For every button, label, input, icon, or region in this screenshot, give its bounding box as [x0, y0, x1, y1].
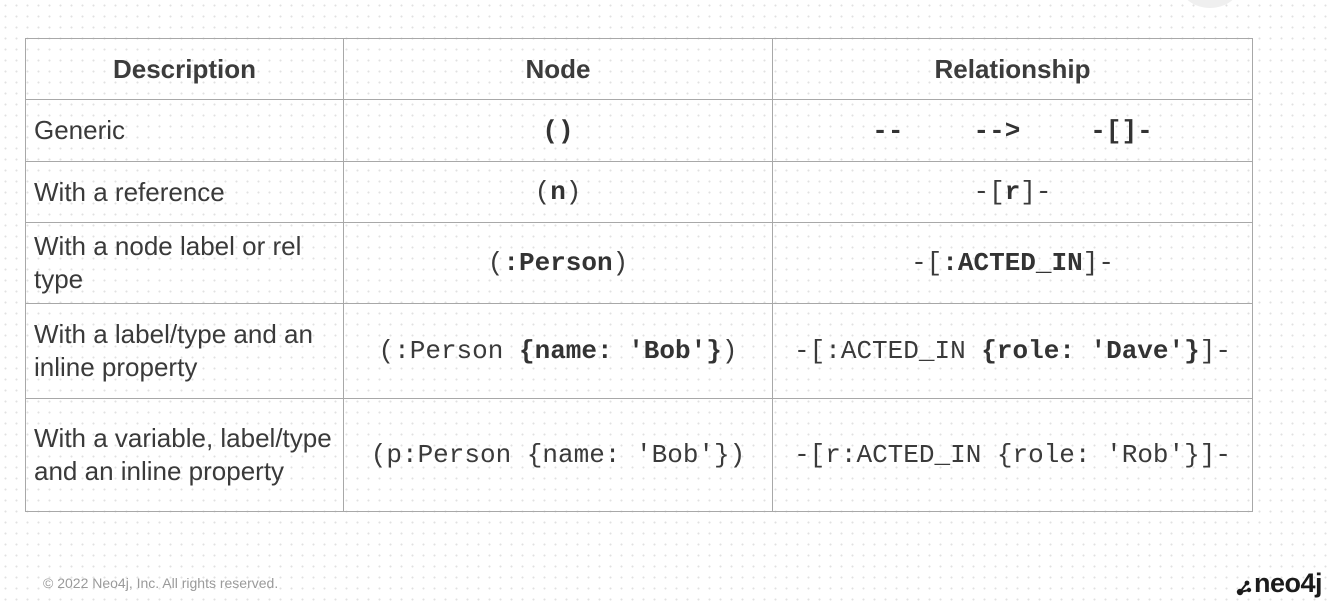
- row-description: With a label/type and an inline property: [25, 303, 344, 399]
- header-node: Node: [343, 38, 773, 100]
- rel-pattern-pre: -[: [911, 248, 943, 278]
- node-pattern-post: ): [612, 248, 629, 278]
- neo4j-graph-icon: [1236, 570, 1252, 596]
- node-pattern-bold: :Person: [503, 248, 613, 278]
- relationship-pattern: -[r]-: [772, 161, 1253, 223]
- rel-pattern-post: ]-: [1020, 177, 1052, 207]
- rel-pattern-bold: {role: 'Dave'}: [981, 336, 1200, 366]
- relationship-pattern: -[:ACTED_IN]-: [772, 222, 1253, 304]
- rel-pattern-bold: r: [1004, 177, 1021, 207]
- cypher-syntax-table: Description Node Relationship Generic ()…: [25, 38, 1253, 512]
- header-description: Description: [25, 38, 344, 100]
- decorative-shape: [1180, 0, 1240, 8]
- node-pattern-pre: (p:Person {name: 'Bob'}): [370, 440, 746, 470]
- rel-brackets: -[]-: [1090, 115, 1153, 146]
- row-description: With a node label or rel type: [25, 222, 344, 304]
- rel-pattern-pre: -[r:ACTED_IN {role: 'Rob'}]-: [794, 440, 1231, 470]
- table-row: With a reference (n) -[r]-: [25, 161, 1253, 223]
- relationship-pattern: -- --> -[]-: [772, 99, 1253, 162]
- rel-undirected: --: [872, 115, 904, 146]
- rel-directed: -->: [973, 115, 1021, 146]
- relationship-pattern: -[r:ACTED_IN {role: 'Rob'}]-: [772, 398, 1253, 512]
- rel-pattern-post: ]-: [1082, 248, 1114, 278]
- node-pattern-bold: n: [550, 177, 566, 207]
- relationship-pattern: -[:ACTED_IN {role: 'Dave'}]-: [772, 303, 1253, 399]
- header-relationship: Relationship: [772, 38, 1253, 100]
- table-row: With a node label or rel type (:Person) …: [25, 222, 1253, 304]
- rel-pattern-post: ]-: [1199, 336, 1231, 366]
- node-pattern-bold: (): [542, 115, 574, 146]
- node-pattern: (:Person): [343, 222, 773, 304]
- table-row: Generic () -- --> -[]-: [25, 99, 1253, 162]
- node-pattern-post: ): [721, 336, 738, 366]
- row-description: With a variable, label/type and an inlin…: [25, 398, 344, 512]
- table-row: With a variable, label/type and an inlin…: [25, 398, 1253, 512]
- relationship-variants: -- --> -[]-: [781, 116, 1244, 146]
- rel-pattern-pre: -[:ACTED_IN: [794, 336, 982, 366]
- row-description: With a reference: [25, 161, 344, 223]
- rel-pattern-bold: :ACTED_IN: [942, 248, 1083, 278]
- table-header-row: Description Node Relationship: [25, 38, 1253, 100]
- node-pattern-bold: {name: 'Bob'}: [518, 336, 722, 366]
- node-pattern-pre: (: [487, 248, 504, 278]
- row-description: Generic: [25, 99, 344, 162]
- copyright-notice: © 2022 Neo4j, Inc. All rights reserved.: [43, 575, 279, 591]
- neo4j-logo: neo4j: [1236, 566, 1323, 600]
- logo-wordmark: neo4j: [1254, 567, 1323, 598]
- node-pattern: (:Person {name: 'Bob'}): [343, 303, 773, 399]
- node-pattern-post: ): [565, 177, 582, 207]
- node-pattern-pre: (:Person: [378, 336, 519, 366]
- node-pattern: (n): [343, 161, 773, 223]
- node-pattern-pre: (: [534, 177, 551, 207]
- table-row: With a label/type and an inline property…: [25, 303, 1253, 399]
- node-pattern: (): [343, 99, 773, 162]
- rel-pattern-pre: -[: [973, 177, 1005, 207]
- node-pattern: (p:Person {name: 'Bob'}): [343, 398, 773, 512]
